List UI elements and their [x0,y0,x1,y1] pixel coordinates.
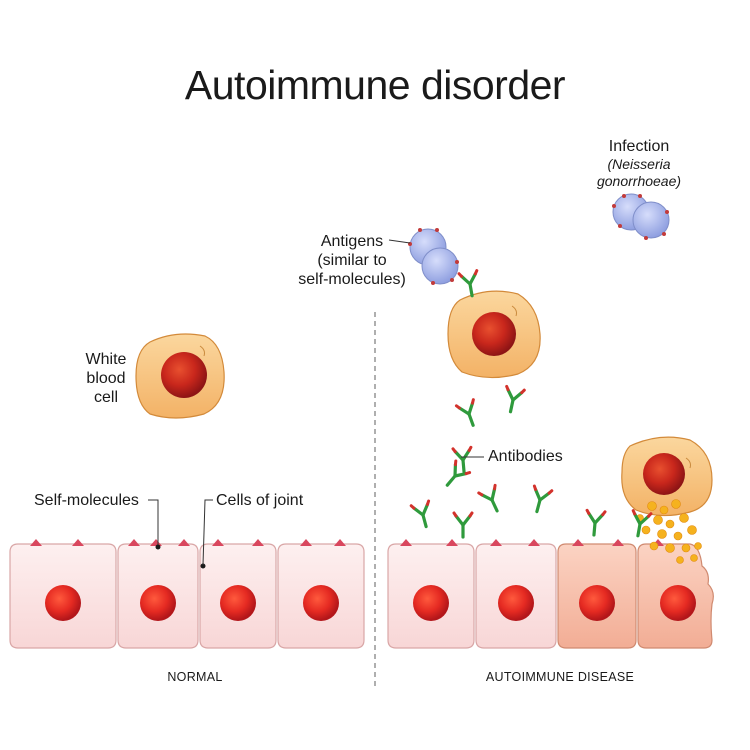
antigens-label-line3: self-molecules) [298,271,406,288]
page-title: Autoimmune disorder [184,62,566,108]
activated-white-blood-cell [447,290,541,379]
infection-bacteria [612,193,670,240]
joint-cell [199,543,277,649]
white-blood-cell-label-line1: White [85,351,127,368]
antigens-label-line1: Antigens [320,233,384,250]
joint-cell [277,543,365,649]
antigen-bacteria [408,228,459,285]
infection-label: Infection [608,138,670,155]
joint-cell [475,543,557,649]
released-granules [636,499,702,564]
self-molecules-label: Self-molecules [34,492,139,509]
panel-label-normal: NORMAL [167,670,223,684]
antibodies-label: Antibodies [488,448,563,465]
panel-label-autoimmune: AUTOIMMUNE DISEASE [485,670,635,684]
infection-species-line1: (Neisseria [607,156,671,172]
infection-species-line2: gonorrhoeae) [596,173,682,189]
damaged-joint-cell [557,543,637,649]
white-blood-cell-label-line2: blood [86,370,126,387]
attacking-white-blood-cell [621,436,713,517]
normal-joint-cells [9,539,365,649]
cells-of-joint-label: Cells of joint [216,492,304,509]
joint-cell [117,543,199,649]
white-blood-cell [135,333,225,419]
antigens-label-line2: (similar to [317,252,387,269]
self-molecules [30,539,346,546]
damaged-joint-cell [637,543,714,649]
joint-cell [387,543,475,649]
joint-cell [9,543,117,649]
autoimmune-joint-cells [387,539,714,649]
white-blood-cell-label-line3: cell [93,389,118,406]
